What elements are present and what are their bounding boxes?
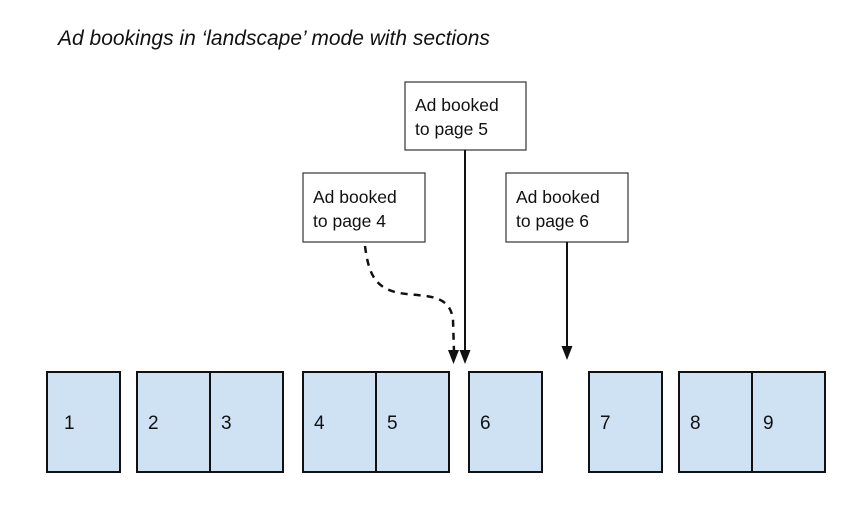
page-label: 7 [600,413,611,434]
arrowhead-page-5 [459,350,471,364]
page-1: 1 [46,371,121,473]
page-label: 8 [690,413,701,434]
callout-line-2: to page 6 [516,211,589,231]
page-6: 6 [468,371,543,473]
page-label: 5 [387,413,398,434]
callout-page-5: Ad booked to page 5 [404,81,527,151]
page-3: 3 [209,371,284,473]
callout-line-1: Ad booked [516,187,600,207]
page-spreads: 1 2 3 4 5 6 7 8 [46,371,826,473]
page-7: 7 [588,371,663,473]
callout-line-2: to page 4 [313,211,386,231]
callout-line-1: Ad booked [313,187,397,207]
page-label: 3 [221,413,232,434]
arrowhead-page-4 [448,350,459,364]
page-label: 6 [480,413,491,434]
page-label: 4 [314,413,325,434]
callout-page-6: Ad booked to page 6 [505,172,629,243]
page-8: 8 [678,371,753,473]
page-label: 2 [148,413,159,434]
page-9: 9 [751,371,826,473]
callout-line-2: to page 5 [415,119,488,139]
page-label: 9 [763,413,774,434]
page-4: 4 [302,371,377,473]
arrow-page-4-dashed [363,245,456,353]
callout-page-4: Ad booked to page 4 [302,172,426,243]
page-2: 2 [136,371,211,473]
diagram-title: Ad bookings in ‘landscape’ mode with sec… [56,27,490,50]
page-label: 1 [64,413,75,434]
callout-line-1: Ad booked [415,95,499,115]
arrowhead-page-6 [561,346,573,360]
page-5: 5 [375,371,450,473]
